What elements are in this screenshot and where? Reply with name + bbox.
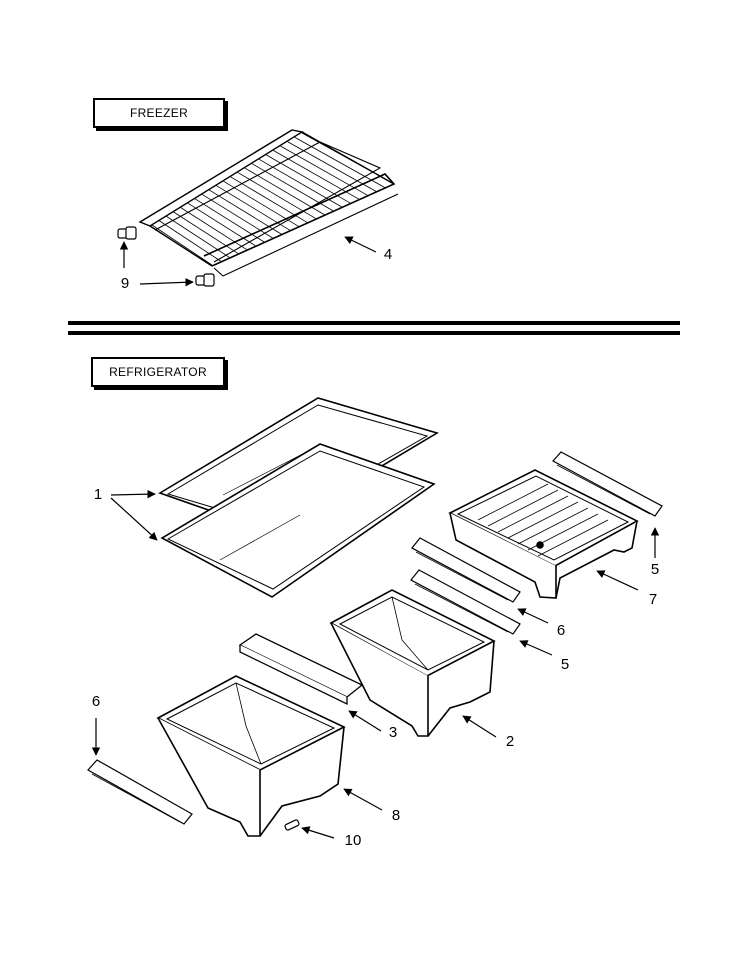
- callout-crisper-right-slide: 5: [560, 656, 570, 673]
- callout-deli-drawer-slide-upper-right: 5: [650, 561, 660, 578]
- shelf-wire-rod: [230, 176, 308, 223]
- shelf-wire-rod: [187, 202, 256, 247]
- drawer-slide-lower-left: [87, 759, 193, 825]
- callout-glass-shelf: 1: [93, 486, 103, 503]
- shelf-wire-rod: [266, 154, 351, 204]
- callout-crisper-right: 2: [505, 733, 515, 750]
- shelf-wire-rod: [237, 172, 317, 220]
- shelf-wire-rod: [194, 198, 265, 243]
- freezer-shelf-support-lower: [195, 273, 215, 287]
- callout-freezer-shelf-support: 9: [120, 275, 130, 292]
- freezer-wire-shelf: [138, 129, 399, 277]
- shelf-wire-rod: [251, 163, 334, 212]
- crisper-drawer-right: [329, 589, 496, 737]
- shelf-wire-rod: [287, 141, 377, 193]
- freezer-section-label: FREEZER: [93, 98, 225, 128]
- section-divider: [68, 321, 680, 335]
- shelf-wire-rod: [180, 207, 247, 250]
- glass-shelf-lower: [160, 443, 436, 598]
- drawer-slide-upper-right: [552, 451, 663, 517]
- shelf-wire-rod: [151, 224, 213, 266]
- crisper-drawer-left: [156, 675, 346, 837]
- crisper-clip: [284, 819, 300, 831]
- refrigerator-section-label: REFRIGERATOR: [91, 357, 225, 387]
- shelf-wire-rod: [294, 137, 386, 189]
- crisper-cover: [238, 633, 364, 706]
- freezer-shelf-support-upper: [117, 226, 137, 240]
- leader-lines: [91, 236, 660, 839]
- callout-deli-drawer: 7: [648, 591, 658, 608]
- callout-crisper-cover: 3: [388, 724, 398, 741]
- shelf-wire-rod: [244, 167, 325, 216]
- shelf-wire-rod: [158, 220, 221, 262]
- shelf-wire-rod: [273, 150, 360, 200]
- shelf-wire-rod: [216, 185, 291, 231]
- callout-freezer-shelf: 4: [383, 246, 393, 263]
- deli-drawer: [448, 469, 639, 599]
- callout-crisper-left-slide: 6: [91, 693, 101, 710]
- drawer-slide-middle: [410, 569, 521, 635]
- shelf-wire-rod: [173, 211, 239, 254]
- shelf-wire-rod: [258, 158, 343, 208]
- shelf-wire-rod: [208, 189, 282, 235]
- shelf-wire-rod: [201, 193, 273, 239]
- callout-crisper-left-clip: 10: [344, 832, 362, 849]
- shelf-wire-rod: [223, 180, 299, 227]
- shelf-wire-rod: [301, 132, 395, 185]
- callout-crisper-left: 8: [391, 807, 401, 824]
- shelf-wire-rod: [280, 145, 369, 196]
- drawer-slide-upper-left: [411, 537, 521, 603]
- shelf-wire-rod: [166, 215, 230, 258]
- callout-deli-drawer-slide-upper-left: 6: [556, 622, 566, 639]
